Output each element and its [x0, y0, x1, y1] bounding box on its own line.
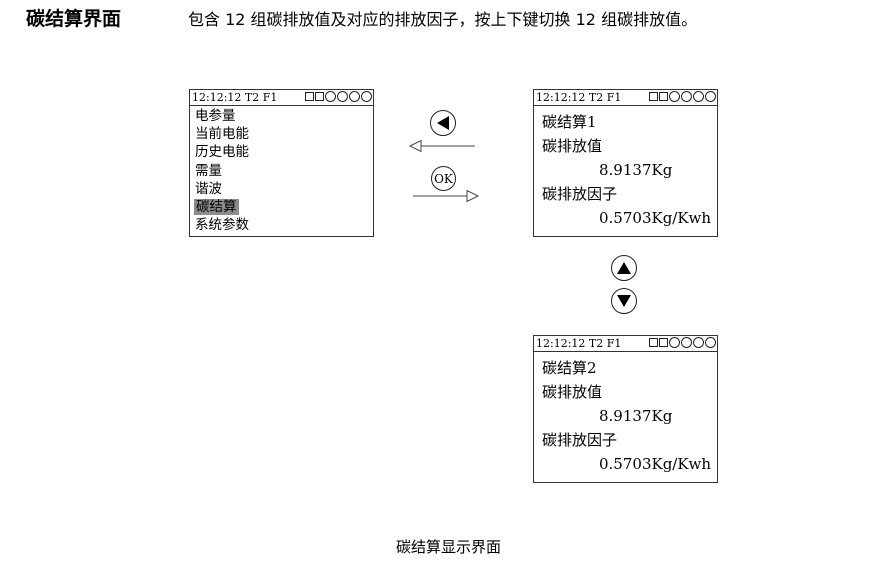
section-description: 包含 12 组碳排放值及对应的排放因子，按上下键切换 12 组碳排放值。 — [188, 10, 698, 29]
status-flag: F1 — [262, 91, 278, 104]
carbon-title: 碳结算2 — [542, 359, 597, 377]
status-indicators — [305, 91, 372, 102]
section-heading: 碳结算界面 — [26, 8, 122, 30]
circle-indicator-icon — [669, 337, 680, 348]
emission-value: 8.9137Kg — [599, 161, 673, 179]
arrow-left-icon — [409, 139, 475, 153]
emission-label: 碳排放值 — [542, 383, 603, 401]
circle-indicator-icon — [669, 91, 680, 102]
status-bar: 12:12:12 T2 F1 — [534, 336, 717, 352]
status-time: 12:12:12 — [536, 91, 586, 104]
left-button[interactable] — [430, 110, 456, 136]
status-flag: F1 — [606, 337, 622, 350]
main-menu: 电参量 当前电能 历史电能 需量 谐波 碳结算 系统参数 — [190, 106, 373, 234]
circle-indicator-icon — [361, 91, 372, 102]
menu-item-current-energy[interactable]: 当前电能 — [195, 126, 249, 143]
status-bar: 12:12:12 T2 F1 — [190, 90, 373, 106]
status-tariff: T2 — [588, 91, 604, 104]
menu-item-carbon-settlement[interactable]: 碳结算 — [194, 199, 239, 216]
down-button[interactable] — [611, 288, 637, 314]
carbon-title: 碳结算1 — [542, 113, 597, 131]
lcd-carbon-screen-2: 12:12:12 T2 F1 碳结算2 碳排放值 8.9137Kg 碳排放因子 … — [533, 335, 718, 483]
circle-indicator-icon — [705, 337, 716, 348]
square-indicator-icon — [649, 92, 658, 101]
status-time: 12:12:12 — [536, 337, 586, 350]
status-time: 12:12:12 — [192, 91, 242, 104]
circle-indicator-icon — [325, 91, 336, 102]
ok-button[interactable]: OK — [431, 166, 456, 191]
square-indicator-icon — [649, 338, 658, 347]
ok-label: OK — [434, 171, 453, 186]
factor-value: 0.5703Kg/Kwh — [599, 455, 712, 473]
factor-label: 碳排放因子 — [542, 185, 618, 203]
square-indicator-icon — [305, 92, 314, 101]
left-triangle-icon — [437, 116, 449, 130]
status-indicators — [649, 337, 716, 348]
menu-item-electrical-params[interactable]: 电参量 — [195, 108, 236, 124]
square-indicator-icon — [659, 338, 668, 347]
status-tariff: T2 — [588, 337, 604, 350]
circle-indicator-icon — [349, 91, 360, 102]
circle-indicator-icon — [337, 91, 348, 102]
down-triangle-icon — [617, 295, 631, 307]
menu-item-harmonics[interactable]: 谐波 — [195, 180, 222, 197]
up-triangle-icon — [617, 262, 631, 274]
factor-value: 0.5703Kg/Kwh — [599, 209, 712, 227]
lcd-carbon-screen-1: 12:12:12 T2 F1 碳结算1 碳排放值 8.9137Kg 碳排放因子 … — [533, 89, 718, 237]
status-flag: F1 — [606, 91, 622, 104]
circle-indicator-icon — [705, 91, 716, 102]
square-indicator-icon — [315, 92, 324, 101]
square-indicator-icon — [659, 92, 668, 101]
emission-value: 8.9137Kg — [599, 407, 673, 425]
status-bar: 12:12:12 T2 F1 — [534, 90, 717, 106]
lcd-menu-screen: 12:12:12 T2 F1 电参量 当前电能 历史电能 需量 谐波 碳结算 系… — [189, 89, 374, 237]
carbon-detail: 碳结算1 碳排放值 8.9137Kg 碳排放因子 0.5703Kg/Kwh — [534, 106, 717, 230]
up-button[interactable] — [611, 255, 637, 281]
emission-label: 碳排放值 — [542, 137, 603, 155]
circle-indicator-icon — [693, 91, 704, 102]
arrow-right-icon — [413, 189, 480, 203]
status-indicators — [649, 91, 716, 102]
menu-item-demand[interactable]: 需量 — [195, 162, 222, 179]
factor-label: 碳排放因子 — [542, 431, 618, 449]
figure-caption: 碳结算显示界面 — [396, 538, 502, 556]
status-tariff: T2 — [244, 91, 260, 104]
circle-indicator-icon — [681, 337, 692, 348]
circle-indicator-icon — [681, 91, 692, 102]
circle-indicator-icon — [693, 337, 704, 348]
menu-item-system-params[interactable]: 系统参数 — [195, 217, 249, 234]
carbon-detail: 碳结算2 碳排放值 8.9137Kg 碳排放因子 0.5703Kg/Kwh — [534, 352, 717, 476]
menu-item-history-energy[interactable]: 历史电能 — [195, 144, 249, 161]
